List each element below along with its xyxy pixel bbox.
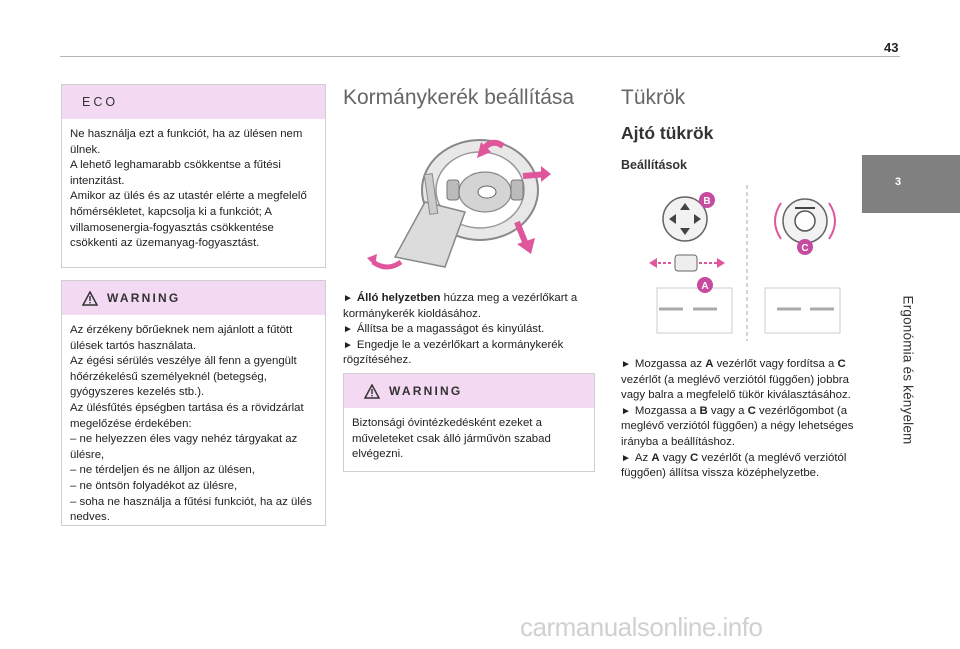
eco-line: Amikor az ülés és az utastér elérte a me… [70, 190, 307, 250]
mirror-controls-illustration: B A C [649, 185, 841, 341]
bullet-arrow: ► [621, 359, 631, 370]
bullet-arrow: ► [343, 293, 353, 304]
step3-text: Engedje le a vezérlőkart a kormánykerék … [343, 338, 564, 367]
watermark[interactable]: carmanualsonline.info [520, 612, 763, 642]
mirrors-title: Tükrök [621, 86, 686, 109]
mirror-step1-text: vezérlőt vagy fordítsa a [713, 358, 838, 370]
mirror-instructions: ►Mozgassa az A vezérlőt vagy fordítsa a … [621, 357, 861, 482]
bullet-arrow: ► [621, 405, 631, 417]
bullet-arrow: ► [343, 339, 353, 351]
mirror-step2-text: Mozgassa a [634, 404, 700, 417]
mirror-step3-text: vagy [659, 451, 690, 464]
chapter-number: 3 [895, 176, 902, 188]
mirror-step3-text: vezérlőt (a meglévő verziótól függően) á… [621, 451, 847, 480]
bullet-arrow: ► [343, 324, 353, 336]
steering-instructions: ►Álló helyzetben húzza meg a vezérlőkart… [343, 291, 593, 369]
callout-a: A [701, 281, 708, 292]
label-a: A [705, 358, 714, 370]
eco-box: ECO Ne használja ezt a funkciót, ha az ü… [61, 84, 326, 268]
warning-line: – ne helyezzen éles vagy nehéz tárgyakat… [70, 433, 298, 461]
warning-icon [82, 290, 98, 306]
warning-line: – soha ne használja a fűtési funkciót, h… [70, 495, 312, 524]
mirror-step2-text: vezérlőgombot (a meglévő verziótól függő… [621, 404, 854, 448]
mirror-step2-text: vagy a [707, 404, 748, 417]
warning-text: Biztonsági óvintézkedésként ezeket a műv… [352, 417, 551, 461]
callout-c: C [801, 243, 808, 254]
warning-box-body: Biztonsági óvintézkedésként ezeket a műv… [344, 408, 594, 469]
warning-line: – ne öntsön folyadékot az ülésre, [70, 479, 238, 492]
steering-wheel-illustration [367, 139, 551, 270]
bullet-arrow: ► [621, 452, 631, 464]
warning-box-heating: WARNING Az érzékeny bőrűeknek nem ajánlo… [61, 280, 326, 526]
eco-box-body: Ne használja ezt a funkciót, ha az ülése… [62, 119, 325, 258]
door-mirrors-subtitle: Ajtó tükrök [621, 123, 714, 143]
eco-line: A lehető leghamarabb csökkentse a fűtési… [70, 159, 281, 187]
mirror-step1-text: Mozgassa az [634, 358, 706, 370]
label-c: C [690, 451, 699, 464]
warning-box-head: WARNING [62, 281, 325, 315]
chapter-tab[interactable] [862, 155, 960, 213]
chapter-title: Ergonómia és kényelem [900, 295, 916, 445]
steering-title: Kormánykerék beállítása [343, 86, 575, 109]
warning-title: WARNING [389, 384, 463, 398]
mirror-step3-text: Az [634, 451, 652, 464]
callout-b: B [703, 196, 710, 207]
eco-line: Ne használja ezt a funkciót, ha az ülése… [70, 128, 303, 156]
step1-bold: Álló helyzetben [356, 292, 441, 304]
eco-box-title: ECO [62, 85, 325, 119]
mirror-step1-text: vezérlőt (a meglévő verziótól függően) j… [621, 373, 851, 402]
warning-line: Az érzékeny bőrűeknek nem ajánlott a fűt… [70, 324, 293, 352]
page-number: 43 [884, 40, 899, 55]
settings-heading: Beállítások [621, 158, 688, 172]
warning-icon [364, 383, 380, 399]
step2-text: Állítsa be a magasságot és kinyúlást. [356, 323, 545, 336]
step1-text: húzza meg a vezérlőkart a kormánykerék k… [343, 292, 578, 320]
label-c: C [837, 358, 846, 370]
top-divider [60, 56, 900, 57]
warning-box-safety: WARNING Biztonsági óvintézkedésként ezek… [343, 373, 595, 472]
warning-box-body: Az érzékeny bőrűeknek nem ajánlott a fűt… [62, 315, 325, 532]
label-c: C [747, 404, 756, 417]
warning-line: Az égési sérülés veszélye áll fenn a gye… [70, 355, 297, 399]
label-a: A [651, 451, 660, 464]
label-b: B [699, 404, 708, 417]
warning-line: Az ülésfűtés épségben tartása és a rövid… [70, 401, 304, 430]
warning-line: – ne térdeljen és ne álljon az ülésen, [70, 464, 255, 477]
warning-title: WARNING [107, 291, 181, 305]
warning-box-head: WARNING [344, 374, 594, 408]
